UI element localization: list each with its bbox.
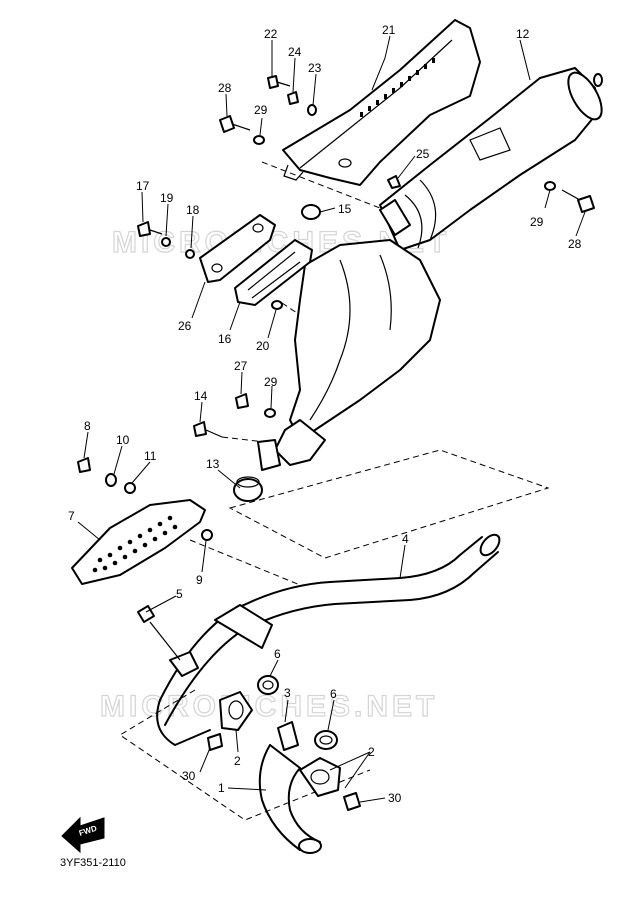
washer-23[interactable] bbox=[307, 104, 317, 116]
exhaust-pipe-protector[interactable] bbox=[71, 499, 206, 585]
collar[interactable] bbox=[301, 204, 321, 220]
watermark-lower: MICROFICHES.NET bbox=[100, 690, 438, 723]
washer-10[interactable] bbox=[105, 473, 117, 487]
callout-labels: 1 2 2 3 4 5 6 6 7 8 9 10 11 12 13 14 15 … bbox=[68, 23, 582, 805]
callout-4[interactable]: 4 bbox=[402, 532, 409, 546]
callout-16[interactable]: 16 bbox=[218, 332, 232, 346]
heat-protector[interactable] bbox=[282, 19, 481, 186]
bolt-8[interactable] bbox=[77, 457, 91, 473]
callout-9[interactable]: 9 bbox=[196, 573, 203, 587]
bolt-27[interactable] bbox=[235, 393, 249, 409]
pipe-flange-lower[interactable] bbox=[299, 757, 341, 797]
callout-28-right[interactable]: 28 bbox=[568, 237, 582, 251]
muffler-gasket[interactable] bbox=[233, 476, 263, 502]
callout-17[interactable]: 17 bbox=[136, 179, 150, 193]
callout-15[interactable]: 15 bbox=[338, 202, 352, 216]
nut-24[interactable] bbox=[287, 91, 299, 105]
callout-25[interactable]: 25 bbox=[416, 147, 430, 161]
callout-23[interactable]: 23 bbox=[308, 61, 322, 75]
gasket-lower[interactable] bbox=[314, 730, 338, 750]
callout-27[interactable]: 27 bbox=[234, 359, 248, 373]
callout-29-mid[interactable]: 29 bbox=[264, 375, 278, 389]
muffler-body[interactable] bbox=[257, 239, 441, 471]
bolt-22[interactable] bbox=[267, 75, 291, 89]
callout-11[interactable]: 11 bbox=[144, 449, 157, 463]
callout-8[interactable]: 8 bbox=[84, 419, 91, 433]
callout-2-lower[interactable]: 2 bbox=[368, 745, 375, 759]
gasket-upper[interactable] bbox=[257, 675, 279, 695]
callout-14[interactable]: 14 bbox=[194, 389, 208, 403]
screw-25[interactable] bbox=[387, 175, 401, 189]
callout-30-left[interactable]: 30 bbox=[182, 769, 196, 783]
callout-28-upper[interactable]: 28 bbox=[218, 81, 232, 95]
callout-18[interactable]: 18 bbox=[186, 203, 200, 217]
bolt-17[interactable] bbox=[137, 221, 163, 237]
nut-30-left[interactable] bbox=[207, 733, 223, 751]
callout-6-upper[interactable]: 6 bbox=[274, 647, 281, 661]
washer-20[interactable] bbox=[271, 300, 283, 310]
callout-5[interactable]: 5 bbox=[176, 587, 183, 601]
diagram-reference-code: 3YF351-2110 bbox=[60, 857, 126, 869]
callout-20[interactable]: 20 bbox=[256, 339, 270, 353]
clamp[interactable] bbox=[137, 605, 199, 677]
callout-26[interactable]: 26 bbox=[178, 319, 192, 333]
mounting-bracket[interactable] bbox=[199, 214, 276, 283]
callout-2-upper[interactable]: 2 bbox=[234, 754, 241, 768]
callout-19[interactable]: 19 bbox=[160, 191, 174, 205]
callout-29-upper[interactable]: 29 bbox=[254, 103, 268, 117]
washer-29-upper[interactable] bbox=[253, 135, 265, 145]
callout-29-right[interactable]: 29 bbox=[530, 215, 544, 229]
callout-24[interactable]: 24 bbox=[288, 45, 302, 59]
callout-13[interactable]: 13 bbox=[206, 457, 220, 471]
leader-lines bbox=[77, 35, 586, 803]
callout-30-right[interactable]: 30 bbox=[388, 791, 402, 805]
nut-30-right[interactable] bbox=[343, 792, 361, 811]
washer-29-mid[interactable] bbox=[264, 408, 276, 418]
damper[interactable] bbox=[234, 239, 313, 306]
washer-18[interactable] bbox=[185, 249, 195, 259]
washer-9[interactable] bbox=[201, 529, 213, 541]
bolt-14[interactable] bbox=[193, 421, 223, 438]
washer-19[interactable] bbox=[161, 237, 171, 247]
washer-11[interactable] bbox=[124, 482, 136, 494]
bolt-28-upper[interactable] bbox=[219, 115, 251, 133]
callout-7[interactable]: 7 bbox=[68, 509, 75, 523]
silencer[interactable] bbox=[379, 67, 608, 251]
forward-direction-arrow: FWD bbox=[61, 816, 105, 854]
callout-22[interactable]: 22 bbox=[264, 27, 278, 41]
clamp-sleeve[interactable] bbox=[277, 721, 299, 751]
washer-29-right[interactable] bbox=[544, 181, 556, 191]
callout-12[interactable]: 12 bbox=[516, 27, 530, 41]
pipe-flange-upper[interactable] bbox=[219, 691, 253, 731]
callout-1[interactable]: 1 bbox=[218, 781, 225, 795]
callout-6-lower[interactable]: 6 bbox=[330, 687, 337, 701]
callout-21[interactable]: 21 bbox=[382, 23, 396, 37]
exhaust-pipe-1[interactable] bbox=[258, 744, 322, 854]
callout-10[interactable]: 10 bbox=[116, 433, 130, 447]
exhaust-pipe-2[interactable] bbox=[156, 531, 503, 746]
callout-3[interactable]: 3 bbox=[284, 686, 291, 700]
bolt-28-right[interactable] bbox=[561, 189, 595, 213]
